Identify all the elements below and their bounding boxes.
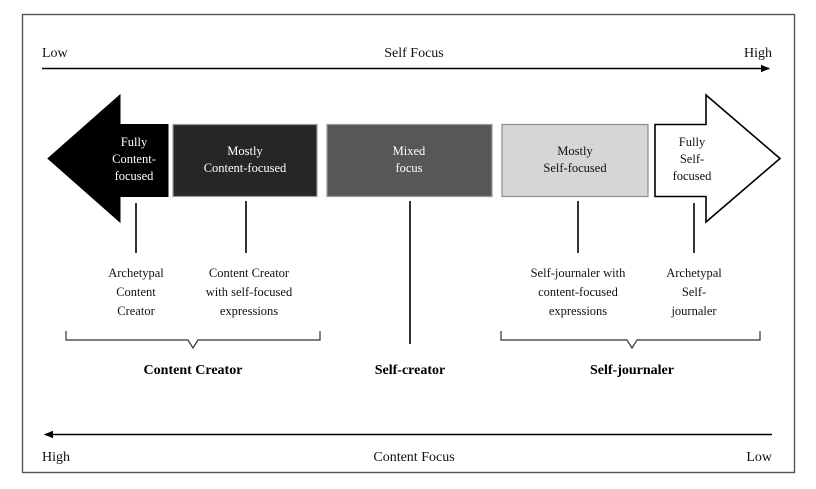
segment-label-line3: focused <box>115 169 155 183</box>
descriptor-line1: Content Creator <box>209 266 290 280</box>
segment-fully-self-focused[interactable]: Fully Self- focused <box>654 93 782 224</box>
segment-label-line1: Mostly <box>557 144 593 158</box>
descriptor-archetypal-content-creator: Archetypal Content Creator <box>108 266 164 318</box>
descriptor-line1: Self-journaler with <box>531 266 627 280</box>
descriptor-line3: Creator <box>117 304 155 318</box>
brace-self-journaler <box>500 331 761 350</box>
bottom-axis-title: Content Focus <box>373 450 454 465</box>
segment-label-line2: Content- <box>112 152 156 166</box>
bottom-axis-left-end-label: High <box>42 450 70 465</box>
fully-self-focused-arrow-shape <box>654 93 782 224</box>
segment-label-line1: Fully <box>121 135 148 149</box>
brace-content-creator <box>65 331 321 350</box>
descriptor-line2: Self- <box>682 285 706 299</box>
group-label-self-creator: Self-creator <box>375 363 445 378</box>
descriptor-self-journaler-with-content-focused-expressions: Self-journaler with content-focused expr… <box>531 266 627 318</box>
top-axis-right-end-label: High <box>744 46 772 61</box>
descriptor-archetypal-self-journaler: Archetypal Self- journaler <box>666 266 722 318</box>
segment-label-line2: Self-focused <box>543 161 607 175</box>
descriptor-line1: Archetypal <box>108 266 164 280</box>
descriptor-line1: Archetypal <box>666 266 722 280</box>
top-axis: Low Self Focus High <box>42 46 772 73</box>
group-label-self-journaler: Self-journaler <box>590 363 674 378</box>
segment-mostly-self-focused[interactable]: Mostly Self-focused <box>501 123 649 198</box>
top-axis-left-end-label: Low <box>42 46 69 61</box>
segment-label-line2: focus <box>395 161 422 175</box>
segment-fully-content-focused[interactable]: Fully Content- focused <box>47 93 169 224</box>
segment-label-line2: Content-focused <box>204 161 287 175</box>
segment-label-line1: Fully <box>679 135 706 149</box>
bottom-axis-right-end-label: Low <box>746 450 773 465</box>
descriptor-line3: expressions <box>220 304 278 318</box>
bottom-axis: High Content Focus Low <box>42 430 773 465</box>
descriptor-line2: Content <box>116 285 156 299</box>
top-axis-title: Self Focus <box>384 46 444 61</box>
segment-mostly-content-focused[interactable]: Mostly Content-focused <box>172 123 318 198</box>
fully-content-focused-arrow-shape <box>47 93 169 224</box>
descriptor-line2: with self-focused <box>206 285 293 299</box>
descriptor-line3: expressions <box>549 304 607 318</box>
descriptor-content-creator-with-self-focused-expressions: Content Creator with self-focused expres… <box>206 266 293 318</box>
mixed-focus-box-shape <box>326 123 493 198</box>
segment-label-line3: focused <box>673 169 713 183</box>
descriptor-line2: content-focused <box>538 285 619 299</box>
segment-mixed-focus[interactable]: Mixed focus <box>326 123 493 198</box>
mostly-content-focused-box-shape <box>172 123 318 198</box>
segment-label-line2: Self- <box>680 152 704 166</box>
figure-frame <box>21 13 796 474</box>
descriptor-line3: journaler <box>670 304 717 318</box>
group-label-content-creator: Content Creator <box>144 363 243 378</box>
segment-label-line1: Mostly <box>227 144 263 158</box>
segment-label-line1: Mixed <box>393 144 426 158</box>
mostly-self-focused-box-shape <box>501 123 649 198</box>
